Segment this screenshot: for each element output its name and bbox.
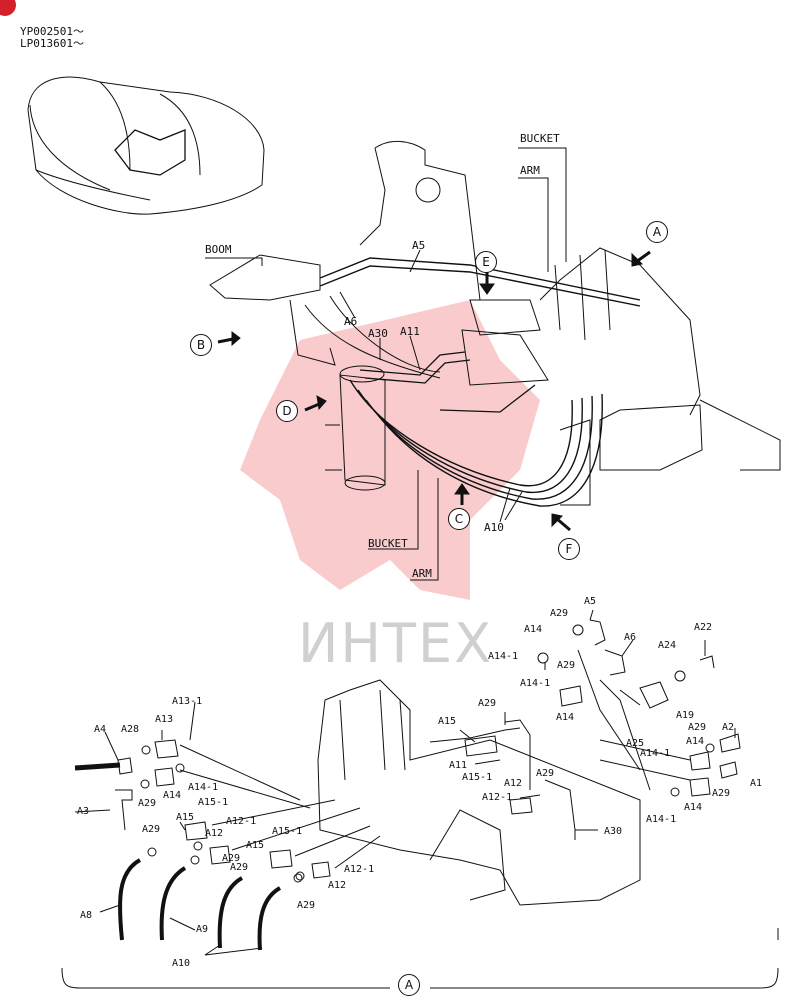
label-a10: A10 (172, 958, 191, 969)
label-a28: A28 (121, 724, 140, 735)
view-marker-d: D (276, 400, 298, 422)
label-a19: A19 (676, 710, 695, 721)
label-a13: A13 (155, 714, 174, 725)
label-a14-1-l: A14-1 (188, 782, 219, 793)
label-a11-top: A11 (400, 325, 420, 338)
label-a6: A6 (624, 632, 637, 643)
label-a25: A25 (626, 738, 645, 749)
label-a29-11: A29 (230, 862, 249, 873)
label-a29-1: A29 (550, 608, 569, 619)
label-a14-5: A14 (163, 790, 182, 801)
label-a12-2: A12 (205, 828, 224, 839)
view-marker-b: B (190, 334, 212, 356)
watermark-text: ИНТЕХ (298, 612, 494, 675)
view-marker-a: A (646, 221, 668, 243)
label-a29-5: A29 (478, 698, 497, 709)
label-a15-1-r: A15-1 (462, 772, 493, 783)
main-assembly (205, 141, 781, 581)
label-bucket-bottom: BUCKET (368, 537, 408, 550)
view-marker-c: C (448, 508, 470, 530)
label-a3: A3 (77, 806, 90, 817)
serial-range-1: YP002501〜 (20, 25, 84, 38)
label-a22: A22 (694, 622, 713, 633)
label-a2: A2 (722, 722, 735, 733)
label-a14-1-mid: A14-1 (520, 678, 551, 689)
label-a15-2: A15 (176, 812, 195, 823)
label-a29-3: A29 (688, 722, 707, 733)
label-a29-7: A29 (138, 798, 157, 809)
label-a14-1-r: A14-1 (640, 748, 671, 759)
label-a30-top: A30 (368, 327, 388, 340)
label-a12-1-r: A12-1 (482, 792, 513, 803)
label-bucket-top: BUCKET (520, 132, 560, 145)
label-a24: A24 (658, 640, 677, 651)
detail-assembly (61, 609, 779, 989)
label-a4: A4 (94, 724, 107, 735)
serial-range-2: LP013601〜 (20, 37, 84, 50)
view-marker-f: F (558, 538, 580, 560)
label-a29-2: A29 (557, 660, 576, 671)
label-a15-1-l: A15-1 (198, 797, 229, 808)
label-a14-3: A14 (686, 736, 705, 747)
label-arm-top: ARM (520, 164, 540, 177)
label-a15-3: A15 (246, 840, 265, 851)
label-a11: A11 (449, 760, 468, 771)
label-a29-10: A29 (297, 900, 316, 911)
label-a10-top: A10 (484, 521, 504, 534)
label-a13-1: A13-1 (172, 696, 203, 707)
label-boom: BOOM (205, 243, 232, 256)
label-a29-6: A29 (536, 768, 555, 779)
watermark-logo (240, 300, 540, 600)
label-a5: A5 (584, 596, 597, 607)
label-a14-4: A14 (684, 802, 703, 813)
label-a30: A30 (604, 826, 623, 837)
excavator-sketch (27, 76, 265, 215)
label-a12-1-m: A12-1 (344, 864, 375, 875)
detail-view-marker-a: A (398, 974, 420, 996)
label-a9: A9 (196, 924, 209, 935)
label-a6-top: A6 (344, 315, 358, 328)
view-marker-e: E (475, 251, 497, 273)
label-a15-1-m: A15-1 (272, 826, 303, 837)
page-badge (0, 0, 16, 16)
label-a15-1: A15 (438, 716, 457, 727)
label-arm-bottom: ARM (412, 567, 432, 580)
label-a14-2: A14 (556, 712, 575, 723)
label-a14-1-top: A14-1 (488, 651, 519, 662)
label-a5-top: A5 (412, 239, 426, 252)
label-a12-3: A12 (328, 880, 347, 891)
label-a29-8: A29 (142, 824, 161, 835)
label-a14-1: A14 (524, 624, 543, 635)
label-a14-1-br: A14-1 (646, 814, 677, 825)
label-a12-1: A12 (504, 778, 523, 789)
label-a1: A1 (750, 778, 763, 789)
label-a29-4: A29 (712, 788, 731, 799)
label-a12-1-l: A12-1 (226, 816, 257, 827)
label-a29-9: A29 (222, 853, 241, 864)
label-a8: A8 (80, 910, 93, 921)
